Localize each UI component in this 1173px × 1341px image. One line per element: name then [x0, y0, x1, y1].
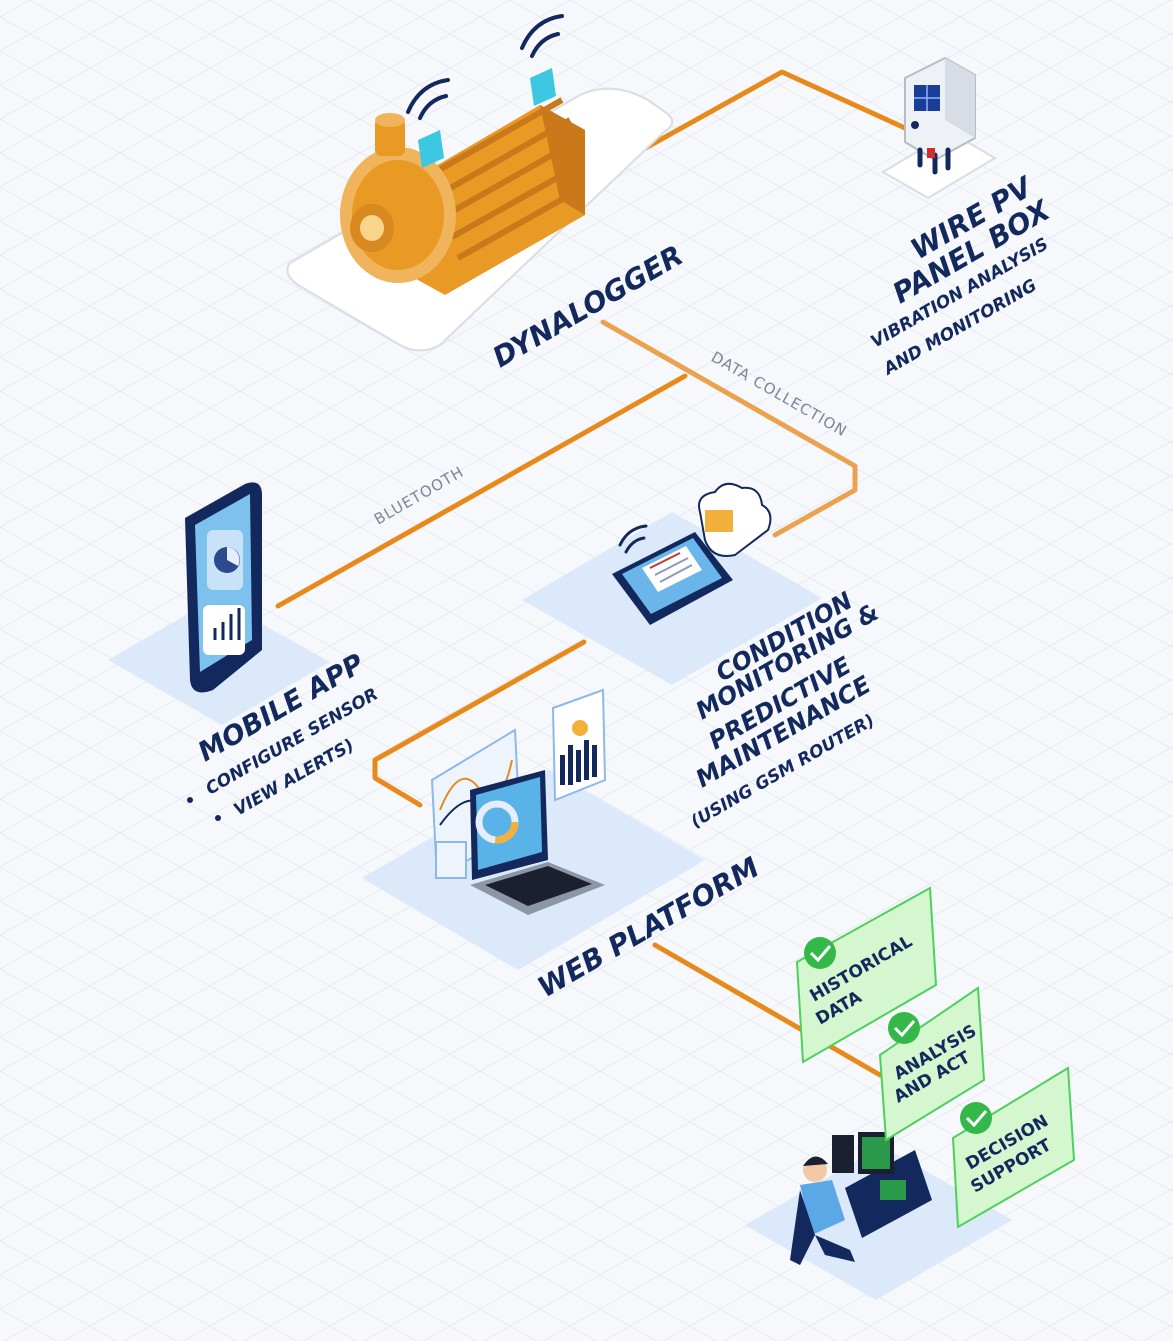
connector-lines	[275, 69, 908, 1078]
checklist-card-decision: DECISION SUPPORT	[951, 1066, 1076, 1229]
mobile-phone-icon	[185, 482, 262, 693]
check-icon	[888, 1012, 920, 1044]
check-icon	[804, 937, 836, 969]
dynalogger-motor-icon	[340, 14, 585, 295]
tablet-cloud-icon	[612, 482, 772, 625]
line-data-collection	[600, 319, 858, 538]
line-condition-web	[372, 639, 587, 808]
checklist-card-historical: HISTORICAL DATA	[795, 886, 938, 1064]
line-bluetooth	[275, 373, 688, 609]
laptop-dashboard-icon	[430, 688, 607, 915]
line-dynalogger-pvbox	[612, 69, 908, 168]
checklist-card-analysis: ANALYSIS AND ACT	[878, 986, 986, 1142]
check-icon	[960, 1102, 992, 1134]
line-web-checklist	[652, 942, 883, 1078]
pv-panel-box-icon	[904, 56, 976, 175]
